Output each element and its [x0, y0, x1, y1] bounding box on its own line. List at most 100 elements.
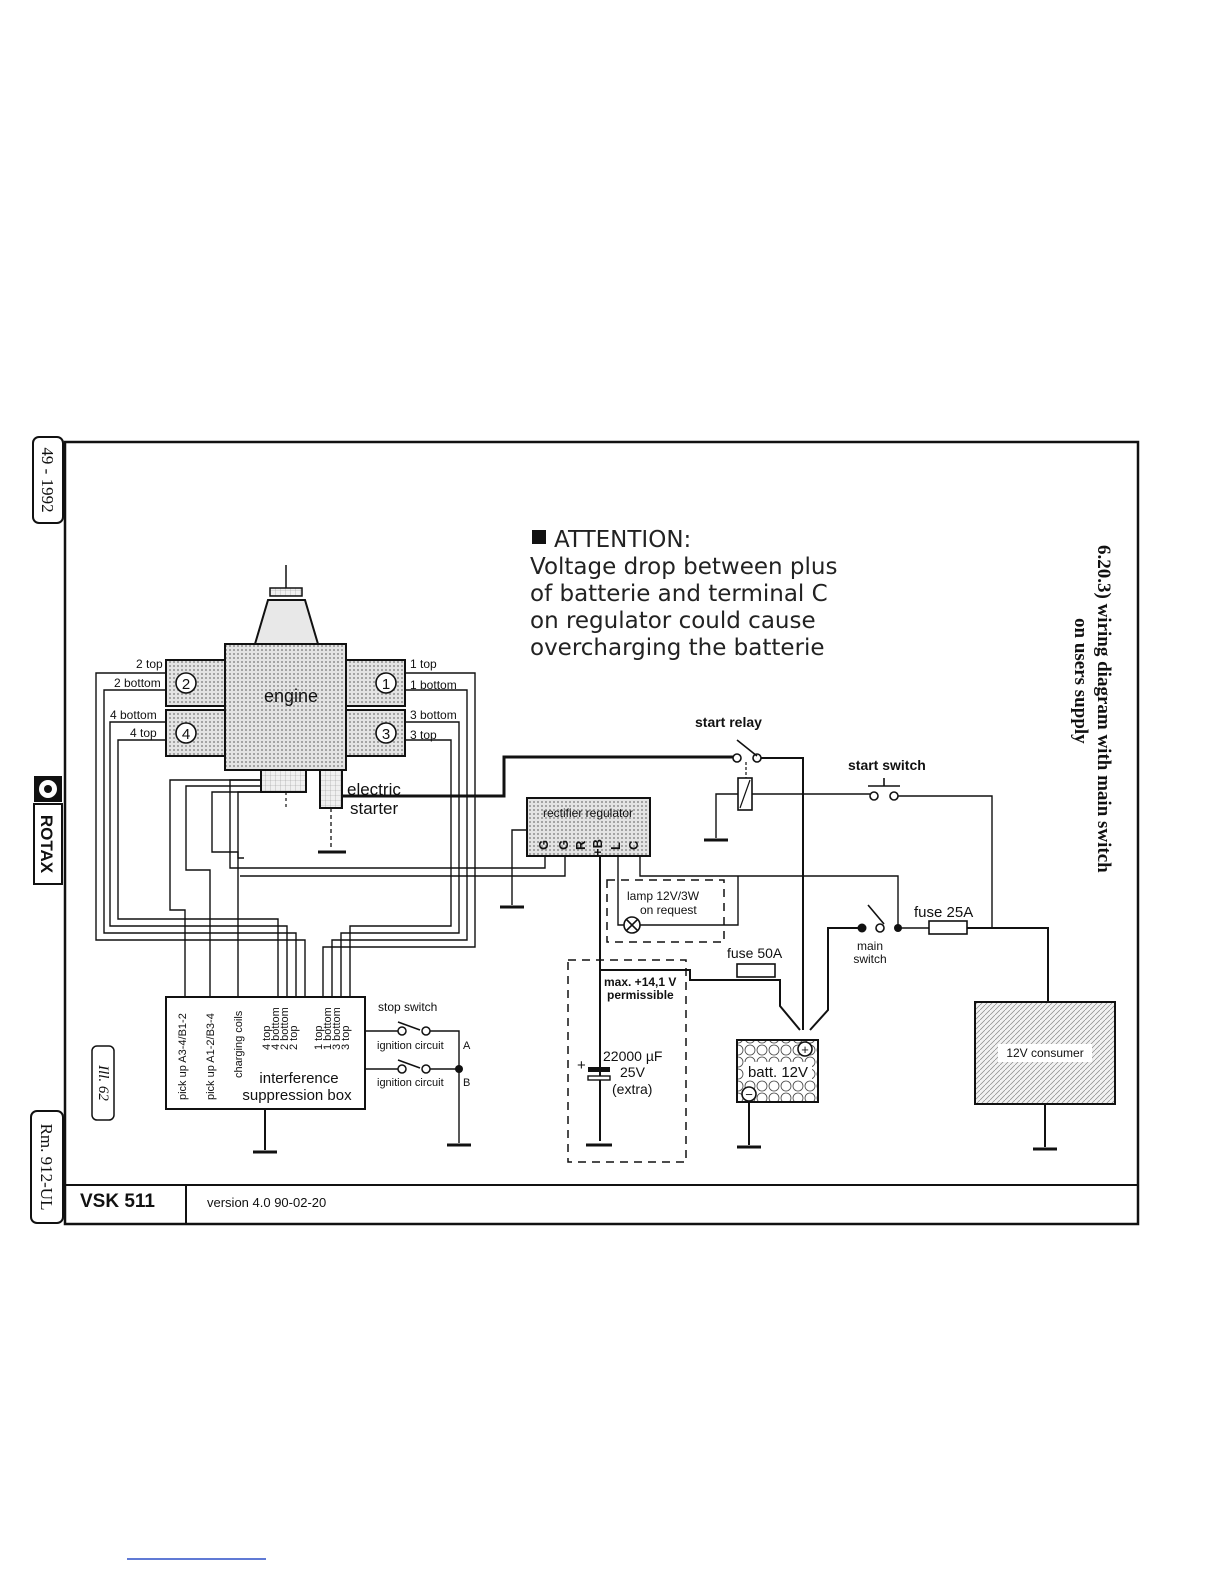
plug-terminal-label: 3 top — [340, 1026, 352, 1050]
rectifier-regulator: rectifier regulator G G R +B L C — [526, 797, 651, 857]
consumer: 12V consumer — [974, 1001, 1116, 1151]
regulator-title: rectifier regulator — [543, 806, 633, 820]
attention-line: of batterie and terminal C — [530, 581, 828, 607]
rotax-logo: ROTAX — [33, 776, 63, 885]
attention-line: Voltage drop between plus — [530, 554, 837, 580]
plug-terminal-label: 1 bottom — [322, 1007, 334, 1050]
battery-plus: + — [801, 1042, 809, 1057]
ref-top-label: 49 - 1992 — [38, 447, 57, 512]
charging-label: charging coils — [233, 1010, 245, 1078]
ignition-housing — [260, 769, 307, 793]
regulator-terminal: L — [608, 842, 623, 850]
attention-bullet — [532, 530, 546, 544]
capacitor-plus: + — [577, 1057, 586, 1074]
plug-label: 4 top — [130, 726, 157, 740]
page-frame — [63, 440, 1140, 1226]
regulator-terminal: C — [626, 840, 641, 850]
ignition-circuit-label: ignition circuit — [377, 1040, 444, 1052]
capacitor-note: max. +14,1 V — [604, 975, 676, 989]
plug-terminal-label: 4 top — [261, 1026, 273, 1050]
regulator-wiring — [229, 779, 899, 1147]
engine-body — [224, 643, 347, 771]
attention-note: ATTENTION: Voltage drop between plus of … — [530, 527, 837, 661]
side-ref-top: 49 - 1992 — [32, 436, 64, 524]
capacitor-extra: (extra) — [612, 1081, 652, 1097]
fuse-25a-label: fuse 25A — [914, 904, 973, 921]
start-relay-label: start relay — [695, 714, 762, 730]
spark-plug-labels: 2 top 2 bottom 4 bottom 4 top 1 top 1 bo… — [110, 657, 457, 742]
plug-terminal-label: 4 bottom — [270, 1007, 282, 1050]
start-switch: start switch — [848, 757, 993, 928]
battery: batt. 12V + − — [736, 1039, 819, 1149]
cylinder-number: 3 — [382, 726, 390, 743]
plug-label: 2 bottom — [114, 676, 161, 690]
fuse-50a-label: fuse 50A — [727, 945, 783, 961]
capacitor: max. +14,1 V permissible + 22000 µF 25V … — [567, 959, 687, 1163]
regulator-terminal: +B — [590, 839, 605, 856]
lamp-label: on request — [640, 903, 697, 917]
ignition-circuit-label: ignition circuit — [377, 1077, 444, 1089]
attention-heading: ATTENTION: — [554, 527, 691, 553]
cylinder-number: 4 — [182, 726, 190, 743]
lamp-label: lamp 12V/3W — [627, 889, 700, 903]
fuse-25a: fuse 25A — [898, 904, 1049, 1002]
caption-subtitle: on users supply — [1070, 618, 1091, 744]
electric-starter: electric starter — [318, 769, 401, 854]
footer-version: version 4.0 90-02-20 — [207, 1195, 326, 1210]
plug-label: 2 top — [136, 657, 163, 671]
attention-line: on regulator could cause — [530, 608, 816, 634]
cylinder-number: 1 — [382, 676, 390, 693]
regulator-terminal: R — [573, 840, 588, 850]
attention-line: overcharging the batterie — [530, 635, 825, 661]
caption-title: 6.20.3) wiring diagram with main switch — [1093, 545, 1114, 873]
pickup-label: pick up A1-2/B3-4 — [205, 1013, 217, 1100]
ignition-leads-left — [95, 672, 306, 997]
propeller-gearbox — [253, 599, 320, 645]
suppression-box: pick up A3-4/B1-2 pick up A1-2/B3-4 char… — [165, 996, 366, 1154]
suppression-box-label: suppression box — [242, 1087, 352, 1104]
main-switch: main switch — [809, 904, 902, 1031]
plug-terminal-label: 2 top — [288, 1026, 300, 1050]
lamp: lamp 12V/3W on request — [606, 876, 739, 943]
suppression-box-label: interference — [259, 1070, 338, 1087]
ref-bottom-label: Rm. 912-UL — [37, 1124, 56, 1211]
regulator-terminal: G — [556, 840, 571, 850]
pickup-label: pick up A3-4/B1-2 — [177, 1013, 189, 1100]
terminal-label: B — [463, 1077, 470, 1089]
plug-terminal-label: 2 bottom — [279, 1007, 291, 1050]
starter-label: starter — [350, 799, 399, 818]
capacitor-voltage: 25V — [620, 1064, 646, 1080]
stop-switch-label: stop switch — [378, 1000, 437, 1014]
plug-label: 3 bottom — [410, 708, 457, 722]
fuse-50a: fuse 50A — [727, 945, 783, 978]
main-switch-label: main — [857, 939, 883, 953]
main-switch-label: switch — [853, 952, 886, 966]
side-ref-bottom: Rm. 912-UL — [30, 1110, 64, 1224]
capacitor-note: permissible — [607, 988, 674, 1002]
ignition-leads-right — [322, 672, 476, 997]
plug-label: 1 top — [410, 657, 437, 671]
engine: engine 2 4 1 3 — [165, 565, 406, 808]
cylinder-number: 2 — [182, 676, 190, 693]
illustration-label: Ill. 62 — [95, 1064, 111, 1101]
battery-minus: − — [745, 1087, 753, 1102]
stop-switch: stop switch ignition circuit A ignition … — [365, 1000, 471, 1147]
terminal-label: A — [463, 1040, 471, 1052]
consumer-label: 12V consumer — [1006, 1046, 1083, 1060]
plug-label: 4 bottom — [110, 708, 157, 722]
illustration-badge: Ill. 62 — [91, 1045, 115, 1121]
brand-label: ROTAX — [37, 815, 56, 874]
starter-cable — [342, 755, 733, 798]
pickup-leads — [169, 779, 274, 997]
plug-label: 3 top — [410, 728, 437, 742]
capacitor-value: 22000 µF — [603, 1048, 662, 1064]
battery-label: batt. 12V — [748, 1064, 808, 1081]
start-relay: start relay — [695, 714, 870, 1030]
plug-terminal-label: 1 top — [313, 1026, 325, 1050]
regulator-terminal: G — [536, 840, 551, 850]
start-switch-label: start switch — [848, 757, 926, 773]
plug-label: 1 bottom — [410, 678, 457, 692]
plug-terminal-label: 3 bottom — [331, 1007, 343, 1050]
engine-label: engine — [264, 686, 318, 706]
